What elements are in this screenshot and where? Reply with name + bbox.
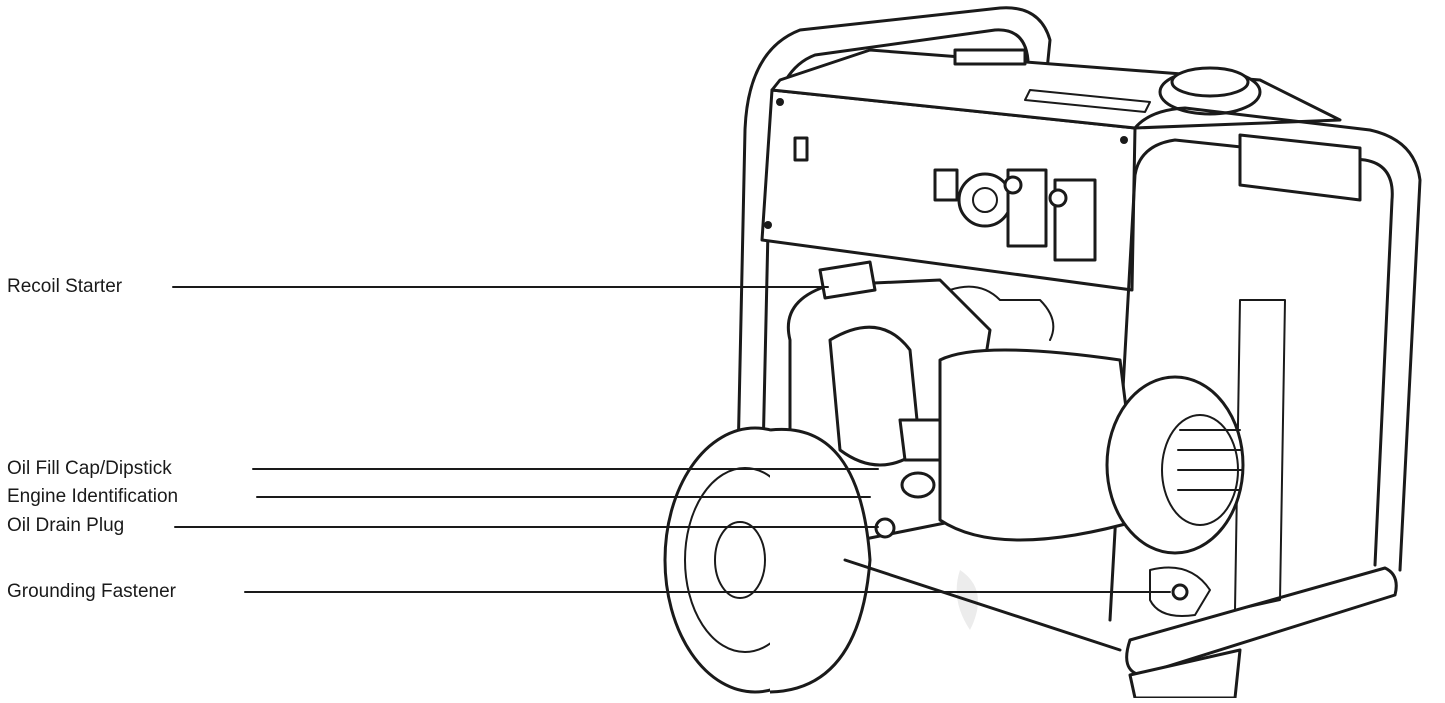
base-frame — [843, 558, 1211, 652]
label-recoil-starter: Recoil Starter — [7, 276, 123, 297]
control-panel — [760, 88, 1137, 292]
watermark — [792, 570, 978, 646]
leader-lines — [172, 286, 1171, 593]
wheel — [663, 426, 872, 694]
label-engine-identification: Engine Identification — [7, 486, 179, 507]
label-grounding-fastener: Grounding Fastener — [7, 581, 176, 602]
label-oil-drain-plug: Oil Drain Plug — [7, 515, 125, 536]
front-frame — [1108, 106, 1422, 700]
alternator — [938, 348, 1245, 555]
label-oil-fill-cap: Oil Fill Cap/Dipstick — [7, 458, 172, 479]
